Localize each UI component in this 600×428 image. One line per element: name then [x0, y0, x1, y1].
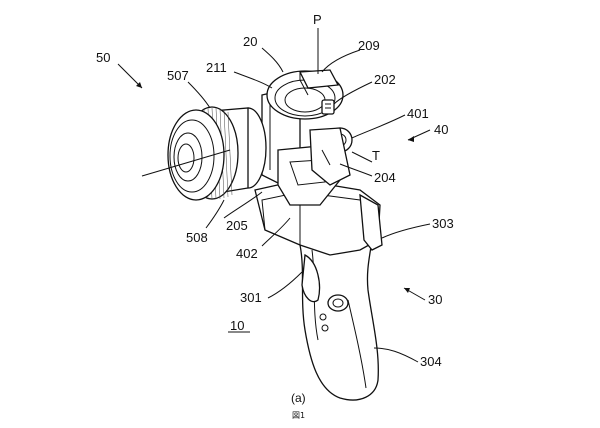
- label-P: P: [313, 12, 322, 27]
- label-204: 204: [374, 170, 396, 185]
- label-508: 508: [186, 230, 208, 245]
- figure-number: 図1: [292, 411, 305, 420]
- label-209: 209: [358, 38, 380, 53]
- label-30: 30: [428, 292, 442, 307]
- label-401: 401: [407, 106, 429, 121]
- label-50: 50: [96, 50, 110, 65]
- label-40: 40: [434, 122, 448, 137]
- reference-numerals: 50 507 20 P 209 211 202 401 40 T 204 205…: [96, 12, 454, 369]
- gimbal-arm: [261, 69, 353, 206]
- grip-body: [254, 179, 383, 401]
- label-T: T: [372, 148, 380, 163]
- label-10: 10: [230, 318, 244, 333]
- label-20: 20: [243, 34, 257, 49]
- label-202: 202: [374, 72, 396, 87]
- figure-caption: (a): [291, 391, 306, 405]
- label-211: 211: [206, 60, 227, 75]
- label-402: 402: [236, 246, 258, 261]
- label-301: 301: [240, 290, 262, 305]
- label-304: 304: [420, 354, 442, 369]
- label-303: 303: [432, 216, 454, 231]
- label-205: 205: [226, 218, 248, 233]
- leader-lines: [117, 28, 431, 363]
- lens: [141, 106, 267, 201]
- label-507: 507: [167, 68, 189, 83]
